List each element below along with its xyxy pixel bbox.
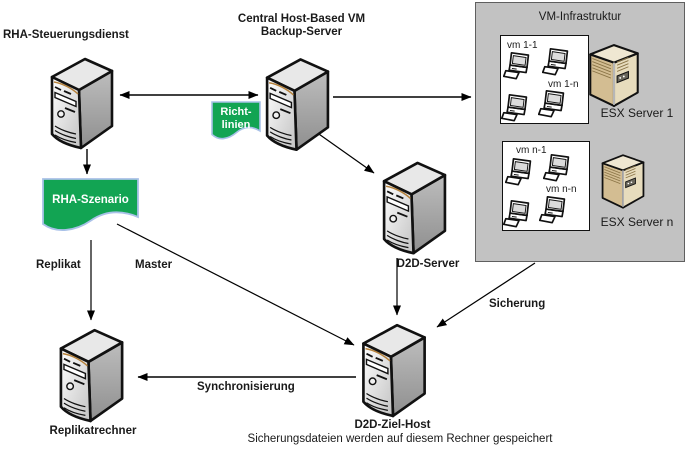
- esx-server-1-icon: [586, 42, 642, 108]
- backup-server-icon: [260, 49, 333, 153]
- d2d-server-label: D2D-Server: [396, 258, 460, 270]
- backup-server-label-line2: Backup-Server: [260, 26, 343, 38]
- vm-n-n-label: vm n-n: [546, 184, 577, 195]
- replikat-edge-label: Replikat: [36, 259, 81, 271]
- vm-computer-icon: [543, 153, 575, 182]
- vm-computer-icon: [538, 89, 570, 118]
- backup-server-label: Central Host-Based VM Backup-Server: [229, 13, 374, 39]
- master-edge-label: Master: [135, 259, 173, 271]
- vm-computer-icon: [539, 195, 571, 224]
- esx-server-1-label: ESX Server 1: [600, 106, 674, 120]
- replica-host-icon: [51, 321, 130, 423]
- vm-n-1-label: vm n-1: [516, 145, 547, 156]
- d2d-target-host-label: D2D-Ziel-Host: [354, 419, 431, 431]
- vm-computer-icon: [503, 51, 535, 80]
- d2d-target-caption: Sicherungsdateien werden auf diesem Rech…: [247, 433, 553, 445]
- arrow-sicherung-line: [436, 262, 536, 328]
- vm-infrastructure-title: VM-Infrastruktur: [538, 11, 622, 23]
- backup-server-label-line1: Central Host-Based VM: [237, 13, 366, 25]
- esx-server-n-label: ESX Server n: [600, 215, 674, 229]
- rha-szenario-ribbon-shape: [42, 178, 139, 231]
- vm-1-n-label: vm 1-n: [548, 79, 579, 90]
- richtlinien-ribbon: Richt- linien: [211, 101, 261, 149]
- rha-szenario-ribbon: RHA-Szenario: [42, 178, 139, 240]
- richtlinien-ribbon-text: Richt- linien: [211, 106, 261, 132]
- rha-service-label: RHA-Steuerungsdienst: [3, 29, 129, 41]
- replica-host-label: Replikatrechner: [49, 425, 137, 437]
- vm-computer-icon: [503, 199, 535, 228]
- richtlinien-line2: linien: [221, 119, 251, 131]
- richtlinien-ribbon-shape: [211, 101, 261, 140]
- esx-server-n-icon: [599, 149, 647, 213]
- vm-computer-icon: [542, 47, 574, 76]
- synchronisierung-edge-label: Synchronisierung: [197, 381, 295, 393]
- rha-server-icon: [45, 50, 117, 150]
- arrow-master-line: [116, 223, 355, 346]
- rha-szenario-ribbon-text: RHA-Szenario: [52, 194, 129, 206]
- richtlinien-line1: Richt-: [220, 106, 252, 118]
- sicherung-edge-label: Sicherung: [489, 298, 546, 310]
- d2d-target-host-icon: [356, 316, 430, 418]
- d2d-server-icon: [377, 152, 450, 257]
- vm-computer-icon: [505, 157, 537, 186]
- vm-1-1-label: vm 1-1: [507, 40, 538, 51]
- vm-computer-icon: [501, 93, 533, 122]
